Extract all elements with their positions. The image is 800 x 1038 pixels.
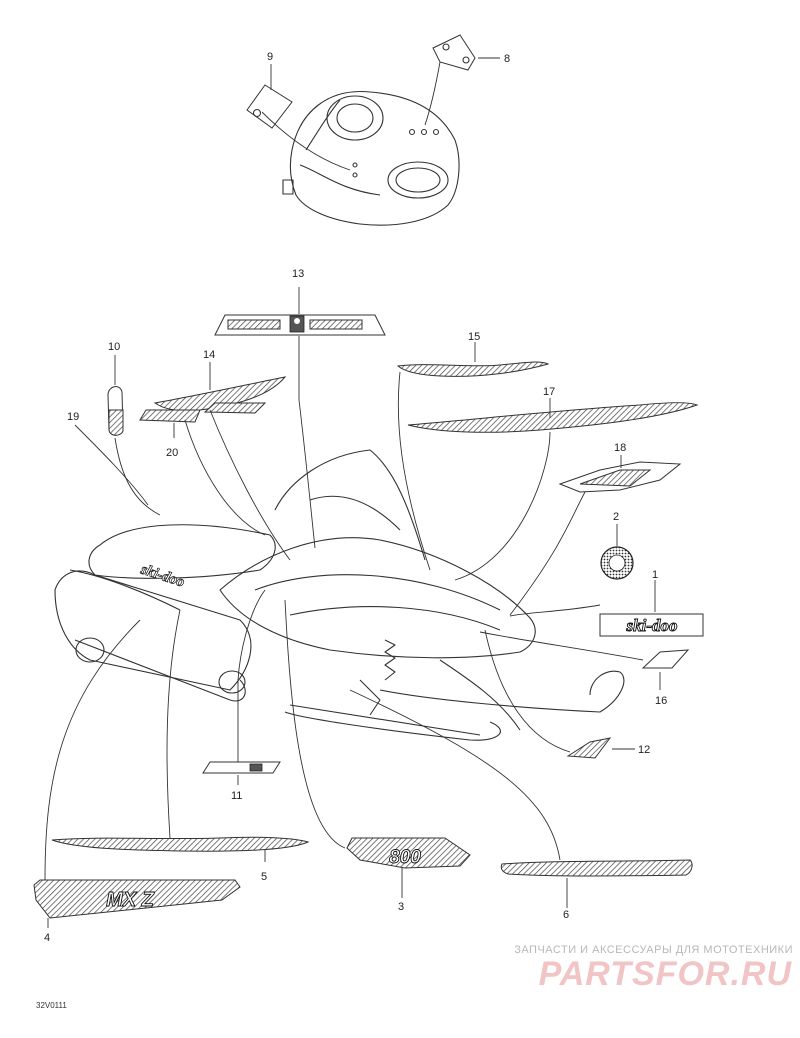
decal-18[interactable] xyxy=(558,461,682,493)
drawing-code: 32V0111 xyxy=(36,1001,67,1010)
callout-13[interactable]: 13 xyxy=(292,268,304,280)
callout-20[interactable]: 20 xyxy=(166,447,178,459)
callout-labels: 1 2 3 4 5 6 8 9 10 11 12 13 14 15 16 17 … xyxy=(44,51,667,944)
decal-2[interactable] xyxy=(600,546,634,580)
decal-11[interactable] xyxy=(202,761,281,774)
model-800-text: 800 xyxy=(389,847,421,868)
callout-2[interactable]: 2 xyxy=(613,511,619,523)
skidoo-logo-text: ski-doo xyxy=(626,616,678,635)
decal-17[interactable] xyxy=(407,402,699,433)
mxz-logo-text: MX Z xyxy=(106,889,155,911)
decal-16[interactable] xyxy=(641,649,690,669)
callout-11[interactable]: 11 xyxy=(231,790,242,802)
decal-1-skidoo[interactable]: ski-doo xyxy=(599,613,704,637)
callout-4[interactable]: 4 xyxy=(44,932,50,944)
callout-10[interactable]: 10 xyxy=(108,341,120,353)
decal-3-800[interactable]: 800 xyxy=(346,837,471,869)
hood-skidoo-text: ski-doo xyxy=(138,561,187,590)
callout-1[interactable]: 1 xyxy=(652,569,658,581)
callout-17[interactable]: 17 xyxy=(543,386,555,398)
decal-5[interactable] xyxy=(51,836,310,852)
callout-14[interactable]: 14 xyxy=(203,349,215,361)
decal-14-b[interactable] xyxy=(203,402,267,414)
callout-9[interactable]: 9 xyxy=(267,51,273,63)
callout-5[interactable]: 5 xyxy=(261,871,267,883)
callout-16[interactable]: 16 xyxy=(655,695,667,707)
watermark-logo: PARTSFOR.RU xyxy=(538,955,792,993)
decal-15[interactable] xyxy=(396,361,550,377)
leader-lines xyxy=(44,57,661,928)
decal-10[interactable] xyxy=(107,386,124,436)
callout-8[interactable]: 8 xyxy=(504,53,510,65)
decal-4-mxz[interactable]: MX Z xyxy=(33,879,241,919)
callout-19[interactable]: 19 xyxy=(67,411,79,423)
decal-12[interactable] xyxy=(566,737,612,759)
console-assembly xyxy=(282,90,460,226)
snowmobile-body xyxy=(54,449,625,741)
callout-18[interactable]: 18 xyxy=(614,442,626,454)
callout-12[interactable]: 12 xyxy=(638,744,650,756)
watermark-tagline: ЗАПЧАСТИ И АКСЕССУАРЫ ДЛЯ МОТОТЕХНИКИ xyxy=(514,944,793,956)
decal-9[interactable] xyxy=(246,84,293,129)
decal-6[interactable] xyxy=(500,859,693,877)
decal-20[interactable] xyxy=(139,409,201,423)
decal-13[interactable] xyxy=(214,314,386,336)
callout-6[interactable]: 6 xyxy=(563,909,569,921)
callout-15[interactable]: 15 xyxy=(468,331,480,343)
decal-8[interactable] xyxy=(432,34,476,71)
callout-3[interactable]: 3 xyxy=(398,901,404,913)
